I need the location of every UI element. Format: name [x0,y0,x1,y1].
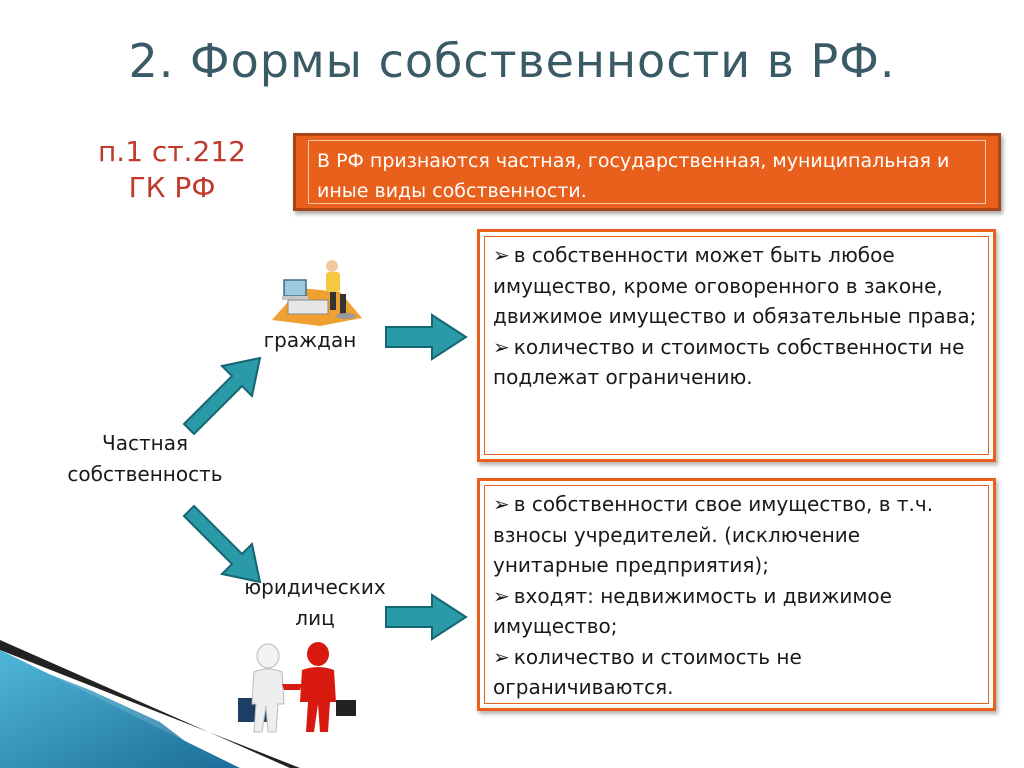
list-item: ➢в собственности может быть любое имущес… [493,240,980,332]
list-item: ➢входят: недвижимость и движимое имущест… [493,581,980,642]
branch-label-citizens: граждан [263,328,357,352]
slide-title: 2. Формы собственности в РФ. [128,34,896,88]
bullet-arrow-icon: ➢ [493,334,510,359]
list-item-text: входят: недвижимость и движимое имуществ… [493,583,892,639]
bullet-arrow-icon: ➢ [493,644,510,669]
list-item-text: количество и стоимость собственности не … [493,334,965,390]
list-item: ➢количество и стоимость не ограничиваютс… [493,642,980,703]
legal-label-line1: юридических [244,575,386,599]
bullet-arrow-icon: ➢ [493,492,510,516]
list-item: ➢в собственности свое имущество, в т.ч. … [493,489,980,581]
arrow-right-legal [385,593,468,641]
legal-entities-info-box: ➢в собственности свое имущество, в т.ч. … [477,478,996,711]
root-node-private-property: Частная собственность [30,428,260,490]
root-label-line2: собственность [67,462,223,486]
branch-label-legal-entities: юридических лиц [210,572,420,634]
citizens-info-list: ➢в собственности может быть любое имущес… [484,236,989,455]
arrow-right-citizens [385,313,468,361]
law-text-box: В РФ признаются частная, государственная… [293,133,1001,211]
handshake-figures-icon [238,642,356,733]
legal-label-line2: лиц [295,606,335,630]
arrow-down-to-legal [182,504,262,584]
list-item-text: в собственности свое имущество, в т.ч. в… [493,492,934,577]
bullet-arrow-icon: ➢ [493,243,510,267]
list-item-text: в собственности может быть любое имущест… [493,243,977,328]
law-reference: п.1 ст.212 ГК РФ [62,134,282,206]
root-label-line1: Частная [102,431,188,455]
legal-entities-info-list: ➢в собственности свое имущество, в т.ч. … [484,485,989,704]
law-text: В РФ признаются частная, государственная… [308,140,986,204]
law-reference-line1: п.1 ст.212 [98,135,246,168]
list-item: ➢количество и стоимость собственности не… [493,332,980,393]
list-item-text: количество и стоимость не ограничиваются… [493,644,802,700]
citizens-info-box: ➢в собственности может быть любое имущес… [477,229,996,462]
arrow-up-to-citizens [182,356,262,436]
bullet-arrow-icon: ➢ [493,583,510,608]
law-reference-line2: ГК РФ [128,171,216,204]
person-at-computer-icon [272,260,362,326]
